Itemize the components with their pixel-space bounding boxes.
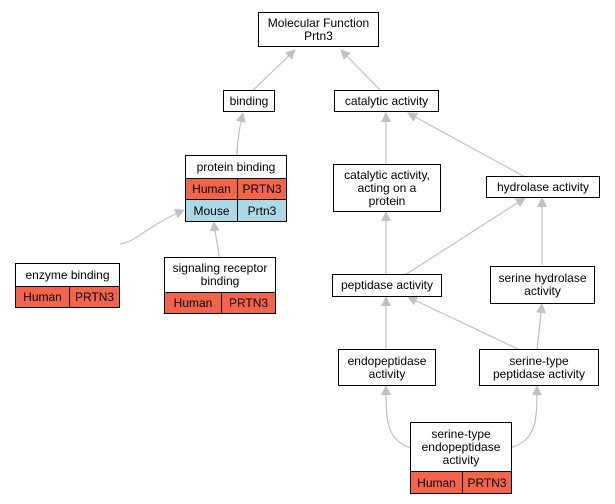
node-protein-binding[interactable]: protein binding Human PRTN3 Mouse Prtn3 (185, 155, 287, 222)
annotation-species: Human (192, 182, 231, 196)
node-serine-hydrolase-activity[interactable]: serine hydrolase activity (490, 266, 595, 304)
annotation-species: Human (417, 475, 456, 490)
edge-serine-peptidase-to-serine-hydrolase (536, 303, 546, 351)
annotation-row-human: Human PRTN3 (16, 286, 119, 307)
annotation-species: Human (23, 290, 62, 304)
edge-hydrolase-to-catalytic-activity (407, 112, 526, 178)
node-label: serine-type peptidase activity (492, 353, 586, 381)
edge-protein-binding-to-binding (236, 112, 246, 157)
annotation-species: Human (173, 296, 213, 310)
node-signaling-receptor-binding[interactable]: signaling receptor binding Human PRTN3 (164, 257, 276, 314)
edge-binding-to-molecular-function (249, 49, 296, 94)
node-label: Molecular Function Prtn3 (267, 15, 370, 43)
annotation-row-mouse: Mouse Prtn3 (186, 199, 286, 221)
node-label: serine hydrolase activity (498, 271, 587, 298)
edge-catalytic-activity-to-molecular-function (340, 49, 384, 94)
annotation-gene: Prtn3 (237, 200, 286, 221)
edge-peptidase-to-hydrolase (404, 197, 526, 276)
annotation-row-human: Human PRTN3 (186, 178, 286, 199)
edge-serine-endopeptidase-to-endopeptidase (381, 385, 412, 449)
annotation-gene: PRTN3 (237, 179, 286, 199)
annotation-gene: PRTN3 (462, 472, 511, 493)
node-label: endopeptidase activity (347, 353, 427, 381)
node-endopeptidase-activity[interactable]: endopeptidase activity (338, 349, 436, 386)
node-catalytic-activity-acting-on-protein[interactable]: catalytic activity, acting on a protein (333, 164, 441, 212)
node-label: catalytic activity (344, 93, 429, 108)
annotation-gene: PRTN3 (69, 287, 119, 307)
node-label: protein binding (196, 159, 276, 174)
node-molecular-function[interactable]: Molecular Function Prtn3 (258, 12, 379, 47)
node-enzyme-binding[interactable]: enzyme binding Human PRTN3 (15, 263, 120, 308)
node-label: hydrolase activity (496, 179, 590, 194)
annotation-row-human: Human PRTN3 (411, 471, 511, 493)
node-catalytic-activity[interactable]: catalytic activity (334, 90, 439, 112)
node-binding[interactable]: binding (223, 90, 275, 112)
edge-serine-peptidase-to-peptidase (407, 296, 521, 351)
node-label: signaling receptor binding (172, 261, 268, 288)
annotation-gene: PRTN3 (221, 293, 275, 313)
edge-enzyme-binding-to-protein-binding (119, 209, 185, 245)
node-label: catalytic activity, acting on a protein (344, 167, 430, 208)
node-serine-type-peptidase-activity[interactable]: serine-type peptidase activity (479, 349, 599, 386)
annotation-species: Mouse (193, 203, 230, 218)
edge-signaling-receptor-to-protein-binding (209, 221, 220, 259)
node-serine-type-endopeptidase-activity[interactable]: serine-type endopeptidase activity Human… (410, 422, 512, 494)
node-peptidase-activity[interactable]: peptidase activity (332, 274, 442, 297)
node-label: serine-type endopeptidase activity (421, 426, 501, 467)
node-label: peptidase activity (340, 278, 434, 292)
node-label: enzyme binding (25, 267, 110, 282)
node-label: binding (229, 93, 269, 108)
node-hydrolase-activity[interactable]: hydrolase activity (486, 176, 600, 198)
edge-serine-endopeptidase-to-serine-peptidase (509, 385, 542, 449)
annotation-row-human: Human PRTN3 (165, 292, 275, 313)
